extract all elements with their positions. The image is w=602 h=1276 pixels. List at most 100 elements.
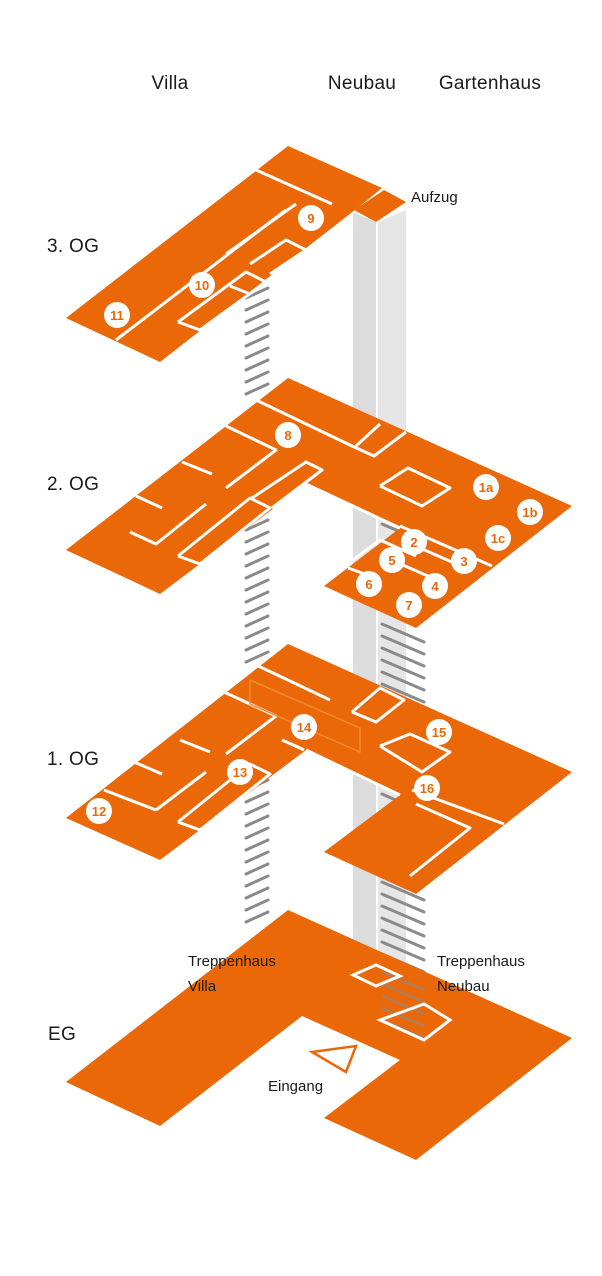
stair-step bbox=[244, 886, 270, 900]
wall bbox=[103, 788, 157, 812]
floor-og2 bbox=[66, 378, 572, 628]
og1-walls bbox=[103, 662, 505, 878]
room-marker-1a[interactable]: 1a bbox=[473, 474, 499, 500]
wall bbox=[305, 482, 401, 530]
wall bbox=[379, 732, 452, 774]
stair-step bbox=[380, 682, 426, 704]
room-badge bbox=[401, 529, 427, 555]
room-marker-15[interactable]: 15 bbox=[426, 719, 452, 745]
stair-step bbox=[244, 334, 270, 348]
stairwell-neubau-label-line2: Neubau bbox=[437, 978, 490, 995]
og3-elevator-landing bbox=[354, 190, 406, 222]
room-marker-8[interactable]: 8 bbox=[275, 422, 301, 448]
room-number: 2 bbox=[410, 535, 417, 550]
wall bbox=[177, 496, 272, 566]
room-marker-9[interactable]: 9 bbox=[298, 205, 324, 231]
stair-step bbox=[244, 814, 270, 828]
floor-label-og2: 2. OG bbox=[47, 474, 100, 495]
room-marker-14[interactable]: 14 bbox=[291, 714, 317, 740]
room-marker-6[interactable]: 6 bbox=[356, 571, 382, 597]
wall bbox=[255, 398, 407, 458]
room-badge bbox=[298, 205, 324, 231]
wall bbox=[379, 466, 452, 508]
stair-step bbox=[244, 286, 270, 300]
wall bbox=[225, 424, 278, 490]
stair-step bbox=[244, 530, 270, 544]
stair-step bbox=[244, 322, 270, 336]
wall bbox=[177, 762, 272, 832]
room-marker-7[interactable]: 7 bbox=[396, 592, 422, 618]
room-marker-11[interactable]: 11 bbox=[104, 302, 130, 328]
room-number: 16 bbox=[420, 781, 434, 796]
og1-slab bbox=[66, 644, 572, 894]
room-badge bbox=[451, 548, 477, 574]
stair-step bbox=[381, 982, 425, 1004]
floor-eg bbox=[66, 910, 572, 1160]
room-badge bbox=[86, 798, 112, 824]
room-marker-3[interactable]: 3 bbox=[451, 548, 477, 574]
room-number: 1b bbox=[522, 505, 537, 520]
stair-step bbox=[244, 650, 270, 664]
room-badge bbox=[189, 272, 215, 298]
stair-step bbox=[244, 802, 270, 816]
stair-step bbox=[380, 880, 426, 902]
room-badge bbox=[396, 592, 422, 618]
room-badge bbox=[485, 525, 511, 551]
room-marker-1c[interactable]: 1c bbox=[485, 525, 511, 551]
stair-step bbox=[244, 626, 270, 640]
stair-step bbox=[244, 566, 270, 580]
stair-step bbox=[381, 1006, 425, 1028]
stair-step bbox=[244, 382, 270, 396]
wall bbox=[229, 284, 251, 296]
stair-step bbox=[244, 602, 270, 616]
stair-step bbox=[244, 826, 270, 840]
wall bbox=[177, 270, 268, 332]
stair-step bbox=[244, 838, 270, 852]
room-marker-16[interactable]: 16 bbox=[414, 775, 440, 801]
room-number: 1a bbox=[479, 480, 494, 495]
room-badge bbox=[356, 571, 382, 597]
room-number: 5 bbox=[388, 553, 395, 568]
room-marker-4[interactable]: 4 bbox=[422, 573, 448, 599]
stair-step bbox=[244, 578, 270, 592]
stairwell-neubau bbox=[380, 522, 426, 974]
wall bbox=[255, 168, 333, 206]
eg-slab bbox=[66, 910, 572, 1160]
stair-step bbox=[380, 622, 426, 644]
room-marker-2[interactable]: 2 bbox=[401, 529, 427, 555]
floor-label-eg: EG bbox=[48, 1024, 77, 1045]
wall bbox=[354, 422, 382, 448]
room-number: 12 bbox=[92, 804, 106, 819]
room-marker-1b[interactable]: 1b bbox=[517, 499, 543, 525]
stair-step bbox=[244, 298, 270, 312]
og2-slab bbox=[66, 378, 572, 628]
stair-step bbox=[380, 634, 426, 656]
room-badge bbox=[275, 422, 301, 448]
room-marker-10[interactable]: 10 bbox=[189, 272, 215, 298]
room-number: 7 bbox=[405, 598, 412, 613]
stair-step bbox=[380, 646, 426, 668]
stairwell-villa-label-line2: Villa bbox=[188, 978, 217, 995]
stair-step bbox=[244, 542, 270, 556]
stair-step bbox=[380, 658, 426, 680]
room-marker-5[interactable]: 5 bbox=[379, 547, 405, 573]
floor-label-og3: 3. OG bbox=[47, 236, 100, 257]
column-label-gartenhaus: Gartenhaus bbox=[438, 73, 542, 94]
stair-step bbox=[244, 554, 270, 568]
wall bbox=[253, 662, 331, 702]
entrance-label: Eingang bbox=[268, 1078, 324, 1095]
room-marker-12[interactable]: 12 bbox=[86, 798, 112, 824]
room-marker-13[interactable]: 13 bbox=[227, 759, 253, 785]
stair-step bbox=[244, 790, 270, 804]
room-number: 6 bbox=[365, 577, 372, 592]
room-number: 9 bbox=[307, 211, 314, 226]
floor-og3 bbox=[66, 146, 406, 362]
room-number: 1c bbox=[491, 531, 505, 546]
room-number: 10 bbox=[195, 278, 209, 293]
wall bbox=[409, 802, 472, 878]
floor-label-og1: 1. OG bbox=[47, 749, 100, 770]
room-badge bbox=[422, 573, 448, 599]
og1-corridor-highlight bbox=[249, 679, 361, 753]
